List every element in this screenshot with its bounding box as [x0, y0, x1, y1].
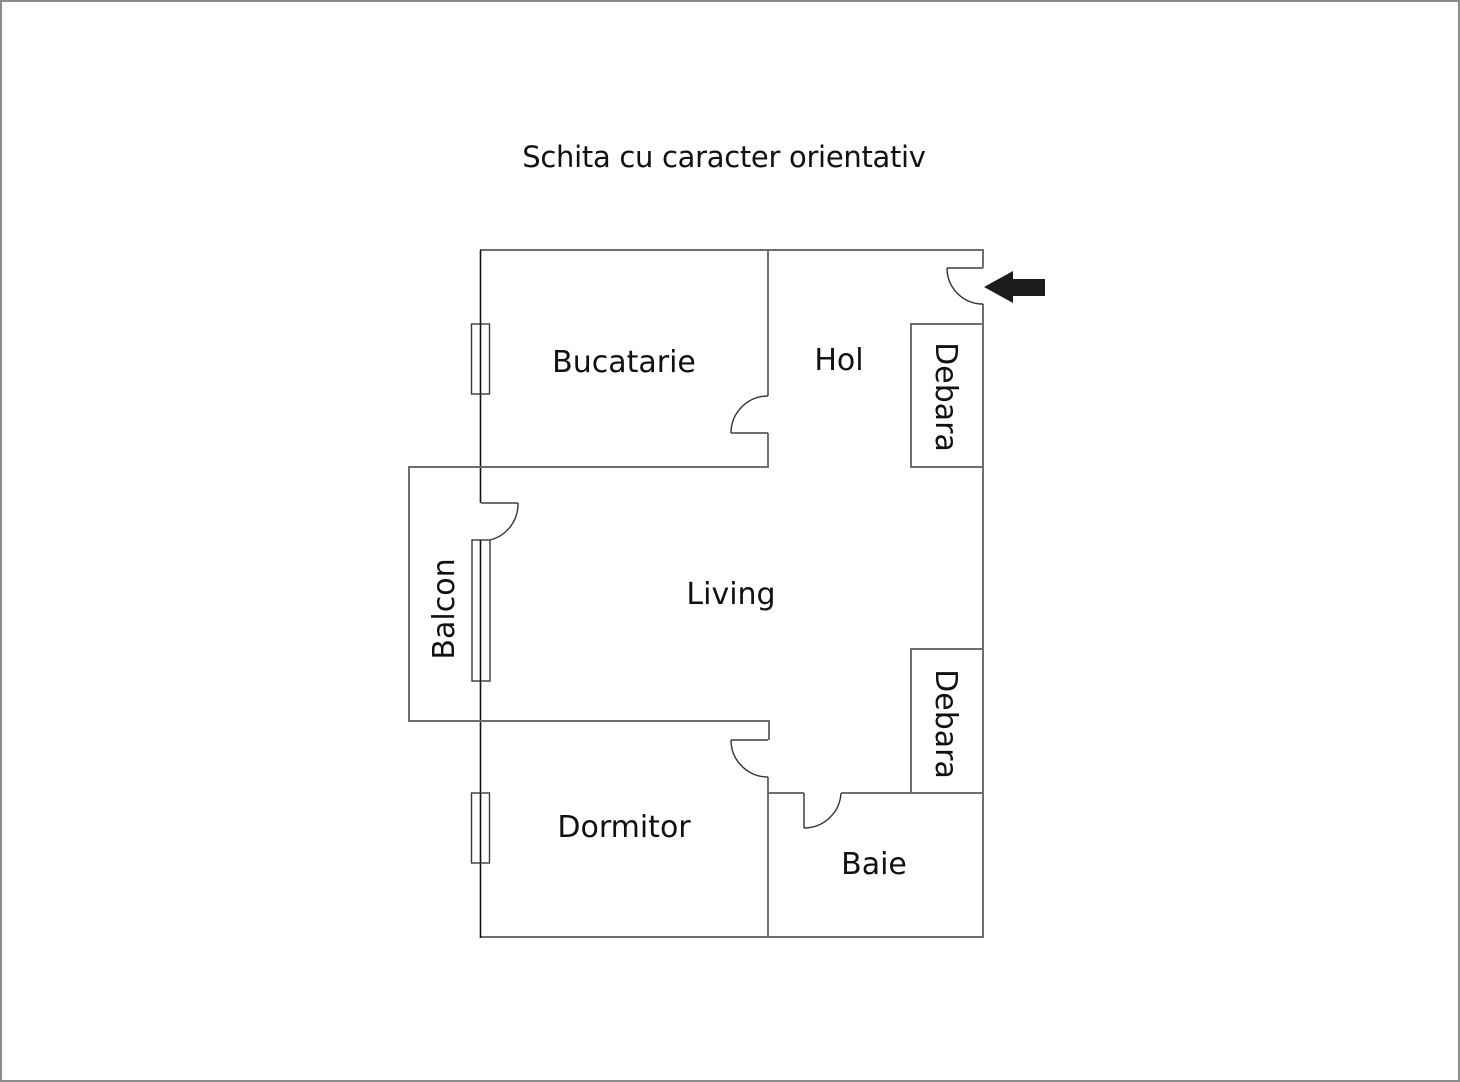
room-label-dormitor: Dormitor — [557, 810, 691, 845]
room-label-hol: Hol — [814, 343, 863, 378]
debara-bottom-outline — [910, 648, 984, 794]
room-label-debara-top: Debara — [928, 342, 963, 452]
bedroom-door-swing — [730, 739, 769, 778]
balcony-door-swing — [489, 502, 519, 541]
plan-title: Schita cu caracter orientativ — [522, 140, 926, 174]
balcony-outline — [408, 466, 770, 740]
room-label-balcon: Balcon — [427, 558, 462, 659]
room-label-living: Living — [686, 577, 775, 612]
entrance-arrow-icon — [984, 271, 1045, 303]
room-label-baie: Baie — [841, 847, 907, 882]
kitchen-door-swing — [730, 395, 769, 434]
room-label-debara-bottom: Debara — [928, 669, 963, 779]
bath-door-swing — [803, 792, 842, 829]
debara-top-outline — [910, 323, 984, 468]
room-label-bucatarie: Bucatarie — [552, 345, 696, 380]
entrance-door-swing — [946, 267, 984, 305]
